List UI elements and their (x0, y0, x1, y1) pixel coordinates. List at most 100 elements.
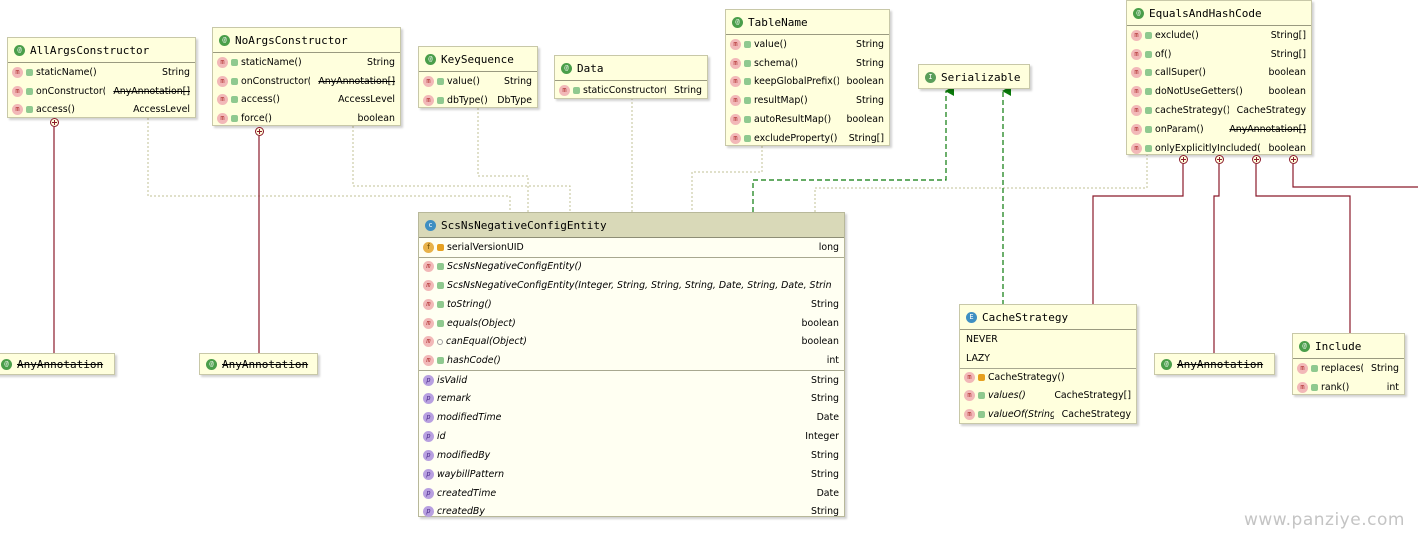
public-icon (437, 319, 444, 327)
public-icon (1145, 107, 1152, 115)
enum-constant-row[interactable]: NEVER (966, 333, 998, 345)
method-icon: m (217, 113, 228, 125)
node-title: TableName (748, 15, 808, 29)
link-noargs-entity (352, 126, 571, 212)
node-title: AllArgsConstructor (30, 43, 150, 57)
method-icon: m (12, 104, 23, 116)
inner-class-plus-icon (1252, 155, 1261, 164)
node-header: I Serializable (919, 65, 1029, 89)
method-icon: m (964, 390, 975, 402)
link-keyseq-entity (477, 108, 529, 212)
method-icon: m (964, 409, 975, 421)
node-title: CacheStrategy (982, 310, 1069, 324)
node-anyannotation[interactable]: @ AnyAnnotation (0, 353, 115, 375)
public-icon (26, 87, 33, 95)
link-eqhash-include (1255, 164, 1351, 334)
method-icon: m (423, 75, 434, 87)
method-icon: m (12, 85, 23, 97)
node-title: ScsNsNegativeConfigEntity (441, 218, 607, 232)
node-title: Serializable (941, 70, 1021, 84)
method-icon: m (423, 279, 434, 291)
field-icon: f (423, 241, 434, 253)
node-title: KeySequence (441, 52, 514, 66)
method-icon: m (1131, 142, 1142, 154)
link-eqhash-cachestrategy (1092, 164, 1184, 305)
annotation-icon: @ (425, 53, 436, 65)
method-icon: m (1131, 123, 1142, 135)
private-icon (978, 373, 985, 381)
property-icon: p (423, 393, 434, 405)
annotation-icon: @ (1161, 358, 1172, 370)
method-icon: m (217, 94, 228, 106)
node-anyannotation[interactable]: @ AnyAnnotation (1154, 353, 1275, 375)
node-anyannotation[interactable]: @ AnyAnnotation (199, 353, 318, 375)
public-icon (1145, 125, 1152, 133)
node-header: @ AllArgsConstructor (8, 38, 195, 63)
node-serializable[interactable]: I Serializable (918, 64, 1030, 89)
method-icon: m (1131, 29, 1142, 41)
method-icon: m (1131, 105, 1142, 117)
enum-constant-row[interactable]: LAZY (966, 352, 991, 364)
public-icon (744, 134, 751, 142)
public-icon (437, 281, 444, 289)
method-icon: m (730, 95, 741, 107)
public-icon (744, 78, 751, 86)
property-icon: p (423, 449, 434, 461)
method-icon: m (964, 371, 975, 383)
public-icon (437, 77, 444, 85)
property-icon: p (423, 411, 434, 423)
